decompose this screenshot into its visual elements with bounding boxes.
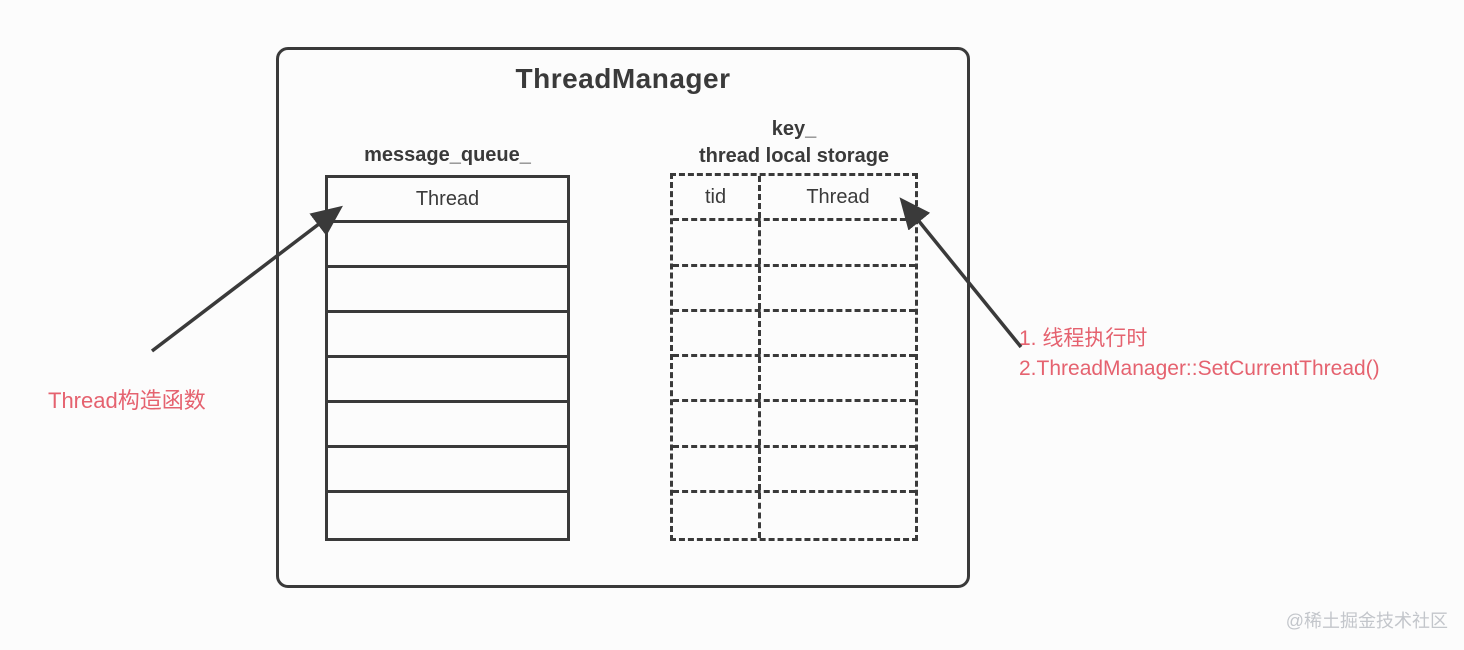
tls-header-tid: tid xyxy=(673,176,761,219)
annotation-line-2: 2.ThreadManager::SetCurrentThread() xyxy=(1019,357,1380,380)
table-row xyxy=(328,448,567,493)
tls-cell-tid xyxy=(673,402,761,445)
table-row xyxy=(673,357,915,403)
tls-table: tid Thread xyxy=(670,173,918,542)
tls-cell-tid xyxy=(673,357,761,400)
message-queue-empty-rows xyxy=(328,223,567,538)
tls-cell-thread xyxy=(761,402,915,444)
tls-label-storage: thread local storage xyxy=(698,145,890,167)
tls-cell-thread xyxy=(761,357,915,399)
table-row xyxy=(328,403,567,448)
tls-cell-tid xyxy=(673,447,761,491)
tls-cell-tid xyxy=(673,311,761,355)
table-row xyxy=(328,313,567,358)
set-current-thread-annotation: 1. 线程执行时 2.ThreadManager::SetCurrentThre… xyxy=(1019,324,1380,384)
table-row xyxy=(328,268,567,313)
annotation-line-1: 1. 线程执行时 xyxy=(1019,327,1148,350)
tls-empty-rows xyxy=(673,221,915,539)
diagram-title: ThreadManager xyxy=(515,63,731,94)
tls-label: key_ thread local storage xyxy=(640,116,948,170)
tls-header-row: tid Thread xyxy=(673,176,915,222)
table-row xyxy=(673,266,915,312)
tls-cell-tid xyxy=(673,493,761,539)
table-row xyxy=(673,311,915,358)
message-queue-label: message_queue_ xyxy=(364,144,531,166)
tls-cell-thread xyxy=(761,267,915,309)
table-row xyxy=(673,493,915,539)
watermark: @稀土掘金技术社区 xyxy=(1285,611,1448,631)
tls-cell-thread xyxy=(761,312,915,354)
tls-label-key: key_ xyxy=(771,118,817,140)
tls-cell-tid xyxy=(673,266,761,309)
table-row xyxy=(673,402,915,448)
tls-cell-thread xyxy=(761,221,915,263)
tls-header-thread: Thread xyxy=(806,185,870,208)
table-row xyxy=(328,223,567,268)
table-row xyxy=(328,358,567,403)
constructor-annotation: Thread构造函数 xyxy=(48,388,206,413)
table-row xyxy=(328,493,567,538)
tls-cell-thread xyxy=(761,448,915,490)
tls-cell-tid xyxy=(673,221,761,264)
table-row xyxy=(673,447,915,494)
table-row xyxy=(673,221,915,267)
tls-cell-thread xyxy=(761,493,915,538)
message-queue-table: Thread xyxy=(325,175,570,541)
message-queue-header-cell: Thread xyxy=(328,178,567,223)
